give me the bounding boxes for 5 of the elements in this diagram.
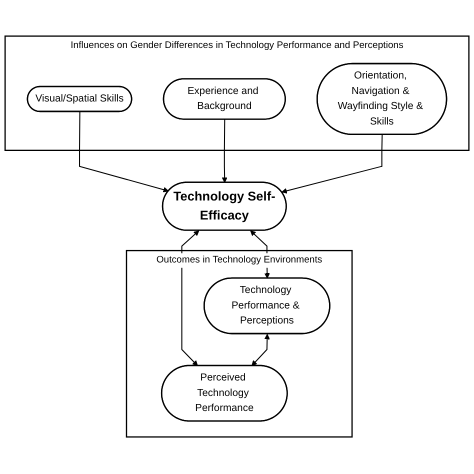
arrow <box>79 112 169 193</box>
arrow <box>251 334 270 366</box>
arrow <box>181 230 200 366</box>
arrow <box>222 120 228 184</box>
arrow <box>281 135 383 194</box>
